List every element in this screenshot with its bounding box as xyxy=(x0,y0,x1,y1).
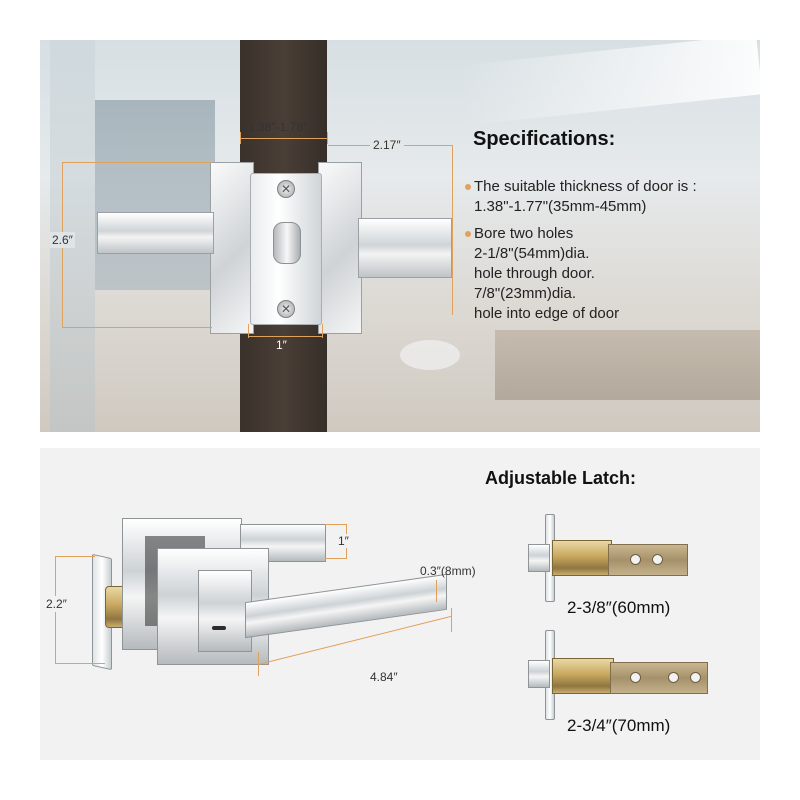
spec-bullet-thickness: The suitable thickness of door is : 1.38… xyxy=(465,177,697,217)
lever-length-label: 4.84″ xyxy=(370,670,398,684)
latch-height-label: 2.2″ xyxy=(46,596,67,612)
door-thickness-label: 1.38″-1.78″ xyxy=(248,120,308,134)
top-screw-icon: ✕ xyxy=(277,180,295,198)
rose-height-label: 2.6″ xyxy=(50,232,75,248)
door-thickness-tick-right xyxy=(327,132,328,144)
spec-bullet-bore: Bore two holes 2-1/8"(54mm)dia. hole thr… xyxy=(465,224,619,324)
lever-thickness-line xyxy=(436,580,437,602)
spec-bore-line3: hole through door. xyxy=(474,265,595,282)
latch2-hole xyxy=(630,672,641,683)
rose-depth-label: 2.17″ xyxy=(370,138,404,152)
latch2-bolt xyxy=(528,660,550,688)
specifications-title: Specifications: xyxy=(473,128,616,150)
latch1-caption: 2-3/8″(60mm) xyxy=(567,598,671,617)
faceplate-width-line xyxy=(248,336,323,337)
latch2-barrel xyxy=(552,658,614,694)
product-dimensions-panel: 1″ 0.3″(8mm) 2.2″ 4.84″ Adjustable Latch… xyxy=(40,448,760,760)
faceplate-width-tick-right xyxy=(322,324,323,338)
door-thickness-line xyxy=(240,138,328,139)
latch1-hole xyxy=(652,554,663,565)
rose-height-top xyxy=(62,162,212,163)
front-lever-neck xyxy=(198,570,252,652)
spec-bore-line4: 7/8"(23mm)dia. xyxy=(474,285,577,302)
latch2-hole xyxy=(668,672,679,683)
faceplate-width-tick-left xyxy=(248,324,249,338)
right-lever xyxy=(358,218,452,278)
bottom-screw-icon: ✕ xyxy=(277,300,295,318)
background-ceiling-light xyxy=(457,40,760,126)
left-rose xyxy=(210,162,254,334)
background-sink xyxy=(400,340,460,370)
back-lever xyxy=(240,524,326,562)
rose-thickness-label: 1″ xyxy=(338,534,349,548)
faceplate-width-label: 1″ xyxy=(276,338,287,352)
spec-thickness-line1: The suitable thickness of door is : xyxy=(474,178,697,195)
latch1-bolt xyxy=(528,544,550,572)
lever-length-tick-left xyxy=(258,652,259,676)
adjustable-latch-title: Adjustable Latch: xyxy=(485,468,637,488)
rose-depth-tick xyxy=(452,145,453,315)
rose-height-bottom xyxy=(62,327,212,328)
lever-thickness-label: 0.3″(8mm) xyxy=(420,564,476,578)
background-vanity-counter xyxy=(495,330,760,400)
latch-faceplate: ✕ ✕ xyxy=(250,173,322,325)
spec-bore-line2: 2-1/8"(54mm)dia. xyxy=(474,245,590,262)
left-lever xyxy=(97,212,214,254)
bullet-dot-icon xyxy=(465,184,471,191)
door-thickness-tick-left xyxy=(240,132,241,144)
rose-thickness-line-top xyxy=(325,524,347,525)
front-lever xyxy=(245,573,447,639)
latch2-hole xyxy=(690,672,701,683)
latch-height-bottom xyxy=(55,663,105,664)
background-window xyxy=(95,100,215,290)
latch2-caption: 2-3/4″(70mm) xyxy=(567,716,671,735)
right-rose xyxy=(318,162,362,334)
spec-thickness-line2: 1.38"-1.77"(35mm-45mm) xyxy=(474,198,647,215)
latch1-barrel xyxy=(552,540,612,576)
latch-height-top xyxy=(55,556,95,557)
privacy-turn-icon xyxy=(212,626,226,630)
rose-thickness-line-bottom xyxy=(325,558,347,559)
spec-bore-line1: Bore two holes xyxy=(474,225,574,242)
latch-bolt xyxy=(273,222,301,264)
bullet-dot-icon xyxy=(465,231,471,238)
latch1-hole xyxy=(630,554,641,565)
spec-bore-line5: hole into edge of door xyxy=(474,305,620,322)
latch1-tailpiece xyxy=(608,544,688,576)
lever-length-tick-right xyxy=(451,608,452,632)
installation-photo: ✕ ✕ 1.38″-1.78″ 2.17″ 2.6″ 1″ Specificat… xyxy=(40,40,760,432)
